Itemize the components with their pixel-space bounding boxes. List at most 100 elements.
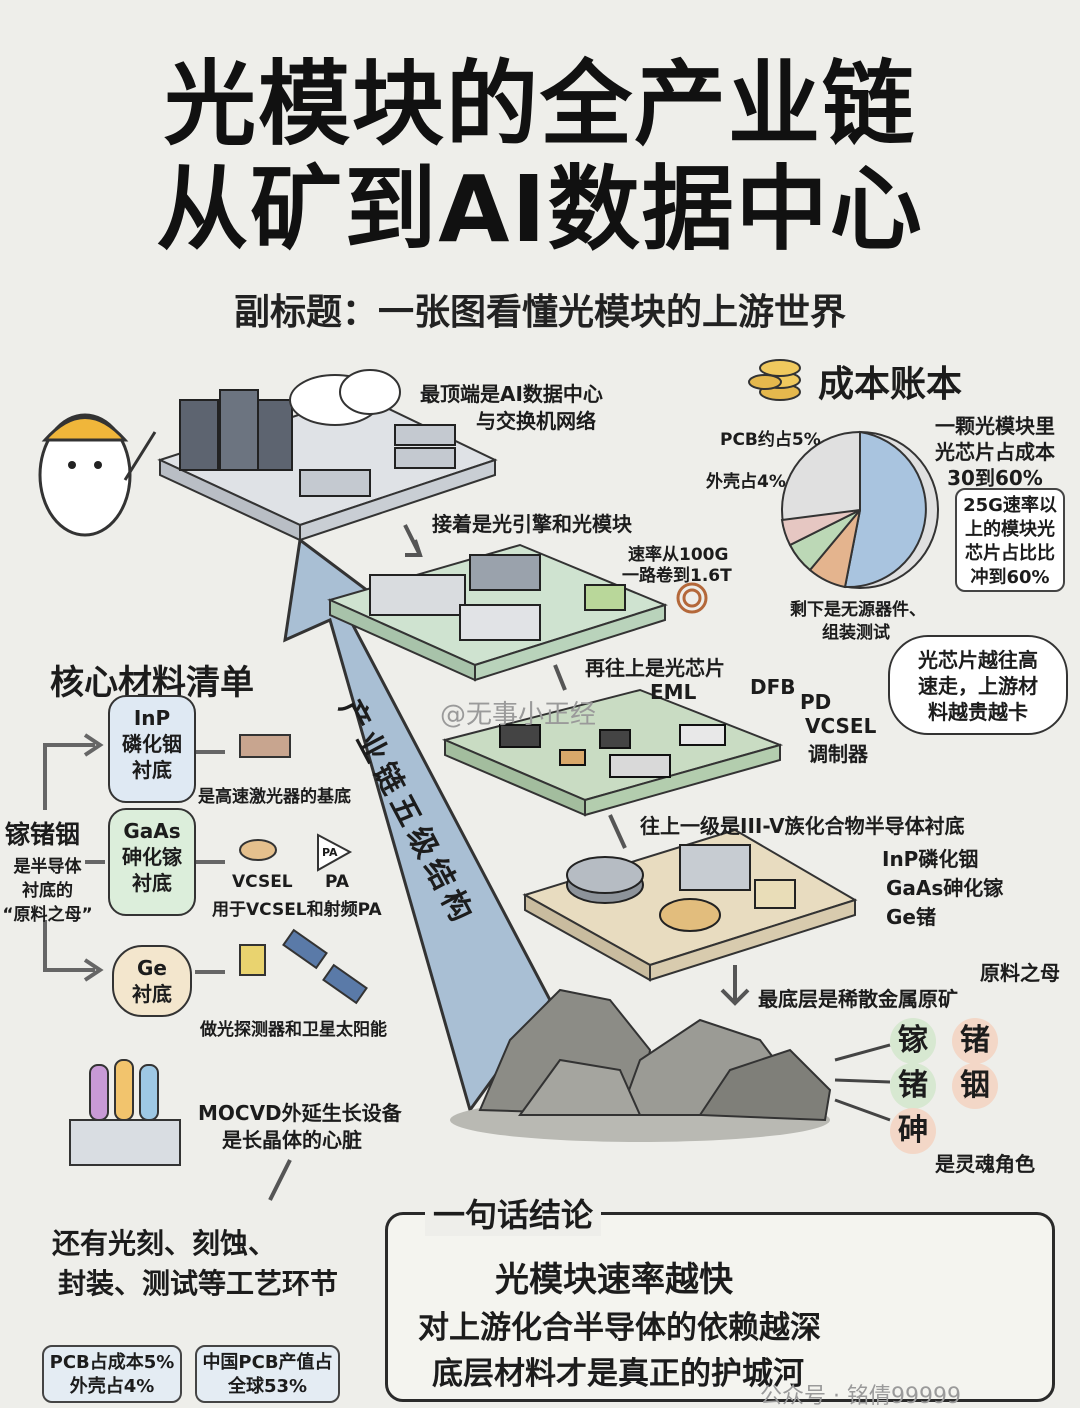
cost-cloud: 光芯片越往高 速走，上游材 料越贵越卡: [888, 635, 1068, 735]
materials-source-4: “原料之母”: [2, 905, 93, 925]
title-line-1: 光模块的全产业链: [163, 51, 916, 158]
inp-sub: 衬底: [132, 758, 172, 782]
conclusion-box: [385, 1212, 1055, 1402]
chip-illustration: [441, 688, 784, 817]
element-arsenic: 砷: [890, 1108, 936, 1154]
pa-icon-label: PA: [322, 846, 338, 859]
photodetector-icon: [239, 944, 266, 976]
laser-icon: [239, 734, 291, 758]
ge-use: 做光探测器和卫星太阳能: [200, 1020, 387, 1040]
cost-chip-1: 一颗光模块里: [935, 414, 1055, 438]
cost-rest-2: 组装测试: [822, 623, 890, 643]
datacenter-illustration: [157, 369, 498, 542]
substrate-inp: InP磷化铟: [882, 847, 979, 871]
ore-arrows: [834, 1043, 891, 1122]
cost-title: 成本账本: [818, 364, 963, 405]
down-arrows: [268, 524, 750, 1201]
pa-amplifier-icon: [317, 833, 353, 872]
vcsel-label: VCSEL: [232, 872, 293, 892]
cost-pcb: PCB约占5%: [720, 430, 821, 450]
element-germanium-1: 锗: [952, 1018, 998, 1064]
rate-label-2: 一路卷到1.6T: [622, 566, 732, 586]
weibo-watermark: @无事小正经: [440, 700, 597, 730]
ore-rocks-illustration: [450, 988, 832, 1142]
conclusion-line-3: 底层材料才是真正的护城河: [432, 1356, 804, 1392]
title-line-2: 从矿到AI数据中心: [156, 156, 924, 263]
inp-use: 是高速激光器的基底: [198, 787, 351, 807]
material-arrows: [43, 733, 225, 982]
pa-label: PA: [325, 872, 350, 892]
substrate-ge: Ge锗: [886, 905, 936, 929]
substrate-label: 往上一级是III-V族化合物半导体衬底: [640, 814, 965, 838]
cost-cloud-1: 光芯片越往高: [918, 648, 1038, 672]
chip-label: 再往上是光芯片: [585, 656, 725, 680]
cost-note-3: 芯片占比比: [965, 543, 1055, 564]
coins-icon: [748, 359, 801, 401]
conclusion-line-2: 对上游化合半导体的依赖越深: [418, 1310, 821, 1346]
substrate-gaas: GaAs砷化镓: [886, 876, 1004, 900]
vcsel-icon: [239, 839, 277, 861]
materials-source-2: 是半导体: [13, 857, 82, 877]
china-note: 中国PCB产值占 全球53%: [195, 1345, 340, 1403]
mocvd-equipment-icon: [69, 1059, 181, 1166]
inp-name: InP: [133, 706, 171, 730]
worker-mascot-icon: [38, 413, 157, 537]
inp-card: InP 磷化铟 衬底: [108, 695, 196, 803]
cost-note-2: 上的模块光: [965, 519, 1055, 540]
element-germanium-2: 锗: [890, 1063, 936, 1109]
ore-label: 最底层是稀散金属原矿: [758, 987, 958, 1011]
gaas-card: GaAs 砷化镓 衬底: [108, 808, 196, 916]
inp-cn: 磷化铟: [122, 732, 182, 756]
gaas-sub: 衬底: [132, 871, 172, 895]
gaas-name: GaAs: [123, 819, 181, 843]
cost-rest-1: 剩下是无源器件、: [790, 600, 926, 620]
cost-chip-2: 光芯片占成本: [935, 440, 1055, 464]
ge-sub: 衬底: [132, 982, 172, 1006]
cost-pie-chart: [780, 430, 939, 589]
substrate-illustration: [522, 828, 858, 982]
china-note-2: 全球53%: [227, 1376, 308, 1397]
chip-eml: EML: [650, 680, 697, 704]
conclusion-line-1: 光模块速率越快: [495, 1260, 733, 1300]
element-gallium: 镓: [890, 1018, 936, 1064]
process-line-2: 封装、测试等工艺环节: [58, 1267, 339, 1300]
materials-source-1: 镓锗铟: [5, 820, 81, 849]
mocvd-label-1: MOCVD外延生长设备: [198, 1101, 402, 1125]
cost-shell: 外壳占4%: [706, 472, 786, 492]
gaas-cn: 砷化镓: [122, 845, 182, 869]
chip-dfb: DFB: [750, 675, 796, 699]
chip-vcsel: VCSEL: [805, 714, 877, 738]
rate-label-1: 速率从100G: [628, 545, 729, 565]
mocvd-label-2: 是长晶体的心脏: [222, 1128, 362, 1152]
chip-modulator: 调制器: [808, 742, 868, 766]
china-note-1: 中国PCB产值占: [202, 1352, 333, 1373]
ge-card: Ge 衬底: [112, 945, 192, 1017]
pcb-note: PCB占成本5% 外壳占4%: [42, 1345, 182, 1403]
pcb-note-2: 外壳占4%: [69, 1376, 155, 1397]
module-illustration: [327, 543, 708, 682]
chip-pd: PD: [800, 690, 832, 714]
datacenter-label-2: 与交换机网络: [476, 409, 596, 433]
ore-soul-label: 是灵魂角色: [935, 1152, 1035, 1176]
satellite-icon: [282, 928, 368, 1005]
wechat-watermark: 公众号 · 铭倩99999: [760, 1384, 961, 1408]
cost-cloud-2: 速走，上游材: [918, 674, 1038, 698]
ore-mother-label: 原料之母: [980, 961, 1060, 985]
gaas-use: 用于VCSEL和射频PA: [212, 900, 382, 920]
cost-chip-3: 30到60%: [947, 466, 1043, 490]
module-label: 接着是光引擎和光模块: [432, 512, 632, 536]
ge-name: Ge: [137, 956, 167, 980]
subtitle: 副标题：一张图看懂光模块的上游世界: [233, 292, 846, 333]
conclusion-title: 一句话结论: [425, 1190, 602, 1236]
process-line-1: 还有光刻、刻蚀、: [52, 1227, 277, 1260]
cost-note-4: 冲到60%: [970, 567, 1050, 588]
materials-source-3: 衬底的: [22, 881, 73, 901]
cost-cloud-3: 料越贵越卡: [928, 700, 1028, 724]
datacenter-label-1: 最顶端是AI数据中心: [420, 382, 603, 406]
cost-note-1: 25G速率以: [963, 495, 1057, 516]
upward-arrow: [283, 537, 552, 1114]
pcb-note-1: PCB占成本5%: [49, 1352, 175, 1373]
cost-note-box: 25G速率以 上的模块光 芯片占比比 冲到60%: [955, 488, 1065, 592]
